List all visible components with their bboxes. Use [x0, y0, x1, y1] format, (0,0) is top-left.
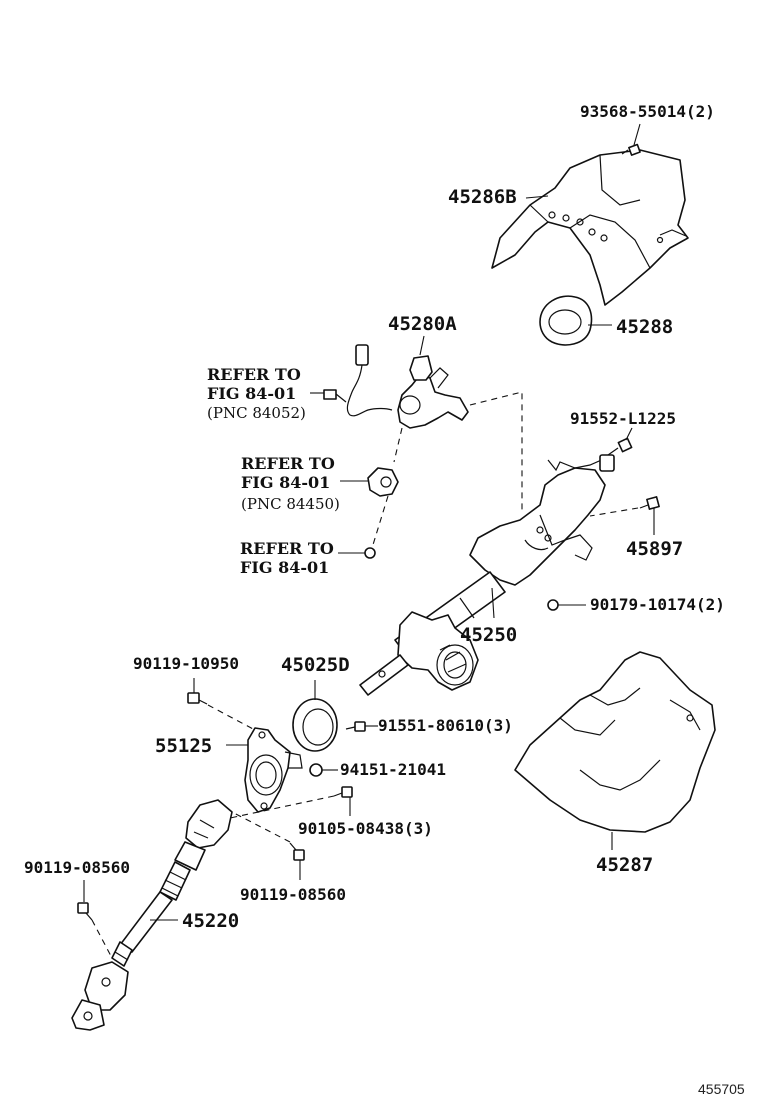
diagram-code: 455705 — [698, 1081, 745, 1097]
label-55125: 55125 — [155, 735, 212, 757]
bolt-90119-08560-upper[interactable] — [231, 811, 305, 880]
label-90105: 90105-08438(3) — [298, 819, 433, 838]
label-45288: 45288 — [616, 316, 673, 338]
label-91551: 91551-80610(3) — [378, 716, 513, 735]
label-90119-08560-lower: 90119-08560 — [24, 858, 130, 877]
ref1-line3: (PNC 84052) — [207, 404, 306, 422]
bolt-90119-08560-lower[interactable] — [77, 880, 113, 959]
label-93568: 93568-55014(2) — [580, 102, 715, 121]
ref1-line2: FIG 84-01 — [207, 384, 296, 403]
ignition-switch-assembly[interactable] — [397, 335, 469, 429]
label-45280a: 45280A — [388, 313, 457, 335]
column-hole-cover-45025d[interactable] — [292, 680, 338, 752]
column-hole-cover-55125[interactable] — [226, 727, 303, 813]
switch-cable-connector[interactable] — [310, 344, 393, 417]
steering-column-assembly[interactable] — [359, 454, 615, 696]
nut-94151[interactable] — [309, 763, 338, 777]
label-45025d: 45025D — [281, 654, 350, 676]
label-45220: 45220 — [182, 910, 239, 932]
label-94151: 94151-21041 — [340, 760, 446, 779]
label-45250: 45250 — [460, 624, 517, 646]
label-45287: 45287 — [596, 854, 653, 876]
ref2-line1: REFER TO — [241, 454, 335, 473]
ref1-line1: REFER TO — [207, 365, 301, 384]
bolt-91552[interactable] — [607, 427, 633, 456]
label-45286b: 45286B — [448, 186, 517, 208]
screw-91551[interactable] — [345, 721, 378, 732]
bolt-90119-10950[interactable] — [187, 678, 256, 731]
lower-column-cover[interactable] — [514, 651, 716, 850]
ref2-line3: (PNC 84450) — [241, 495, 340, 513]
screw-ref-fig84[interactable] — [338, 547, 376, 559]
upper-column-cover[interactable] — [491, 149, 689, 306]
ref3-line1: REFER TO — [240, 539, 334, 558]
nut-90179[interactable] — [547, 599, 586, 611]
label-91552: 91552-L1225 — [570, 409, 676, 428]
label-90119-10950: 90119-10950 — [133, 654, 239, 673]
intermediate-shaft-45220[interactable] — [71, 799, 233, 1031]
ref2-line2: FIG 84-01 — [241, 473, 330, 492]
label-45897: 45897 — [626, 538, 683, 560]
screw-93568[interactable] — [621, 123, 641, 156]
label-90119-08560-upper: 90119-08560 — [240, 885, 346, 904]
ring-45288[interactable] — [539, 295, 612, 346]
ref3-line2: FIG 84-01 — [240, 558, 329, 577]
bolt-45897[interactable] — [589, 496, 660, 535]
bolt-90105[interactable] — [229, 786, 353, 819]
key-sensor[interactable] — [340, 467, 399, 497]
label-90179: 90179-10174(2) — [590, 595, 725, 614]
